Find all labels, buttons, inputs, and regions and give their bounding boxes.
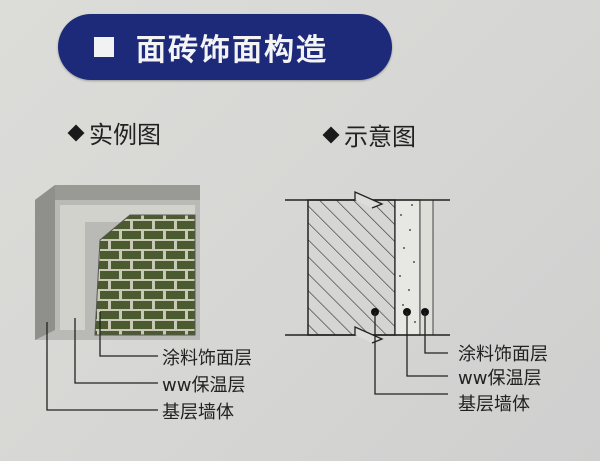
heading-schematic: 示意图 [322,117,416,152]
schematic-label-finish-layer: 涂料饰面层 [458,344,548,365]
heading-text: 实例图 [89,121,161,149]
wall-section-schematic [285,190,450,395]
page-title: 面砖饰面构造 [136,33,328,68]
wall-photo-illustration [35,185,200,340]
label-base-wall: 基层墙体 [162,402,234,423]
schematic-label-insulation-layer: ww保温层 [458,368,542,389]
schematic-label-base-wall: 基层墙体 [458,394,530,415]
square-bullet-icon [94,37,114,57]
title-banner: 面砖饰面构造 [58,14,392,80]
heading-photo-example: 实例图 [67,115,161,150]
heading-text: 示意图 [344,123,416,151]
label-finish-layer: 涂料饰面层 [162,348,252,369]
left-leader-lines [46,312,158,411]
label-insulation-layer: ww保温层 [162,375,246,396]
